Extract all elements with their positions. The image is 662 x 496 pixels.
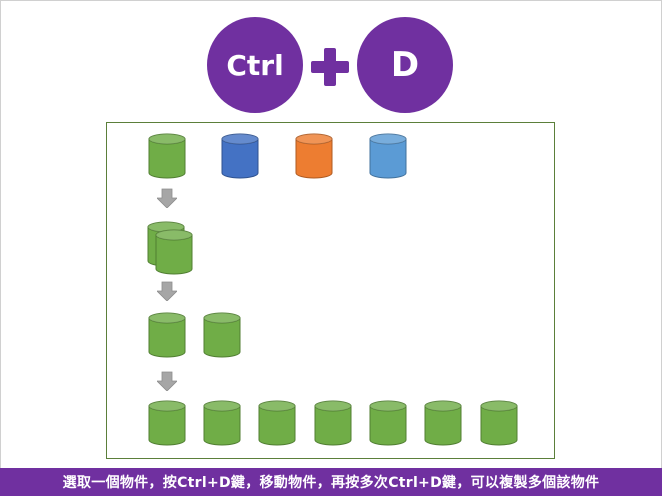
cylinder-icon [480,400,518,446]
d-key-badge: D [357,17,453,113]
cylinder-icon [203,312,241,358]
caption-banner: 選取一個物件，按Ctrl+D鍵，移動物件，再按多次Ctrl+D鍵，可以複製多個該… [0,468,662,496]
plus-icon [311,48,349,86]
arrow-down-icon [156,371,178,392]
cylinder-icon [295,133,333,179]
cylinder-icon [155,229,193,275]
cylinder-icon [258,400,296,446]
arrow-down-icon [156,188,178,209]
cylinder-icon [369,400,407,446]
cylinder-icon [369,133,407,179]
demo-box [106,122,555,459]
ctrl-key-badge: Ctrl [207,17,303,113]
cylinder-icon [148,312,186,358]
cylinder-icon [148,133,186,179]
cylinder-icon [424,400,462,446]
cylinder-icon [314,400,352,446]
cylinder-icon [221,133,259,179]
cylinder-icon [148,400,186,446]
arrow-down-icon [156,281,178,302]
cylinder-icon [203,400,241,446]
